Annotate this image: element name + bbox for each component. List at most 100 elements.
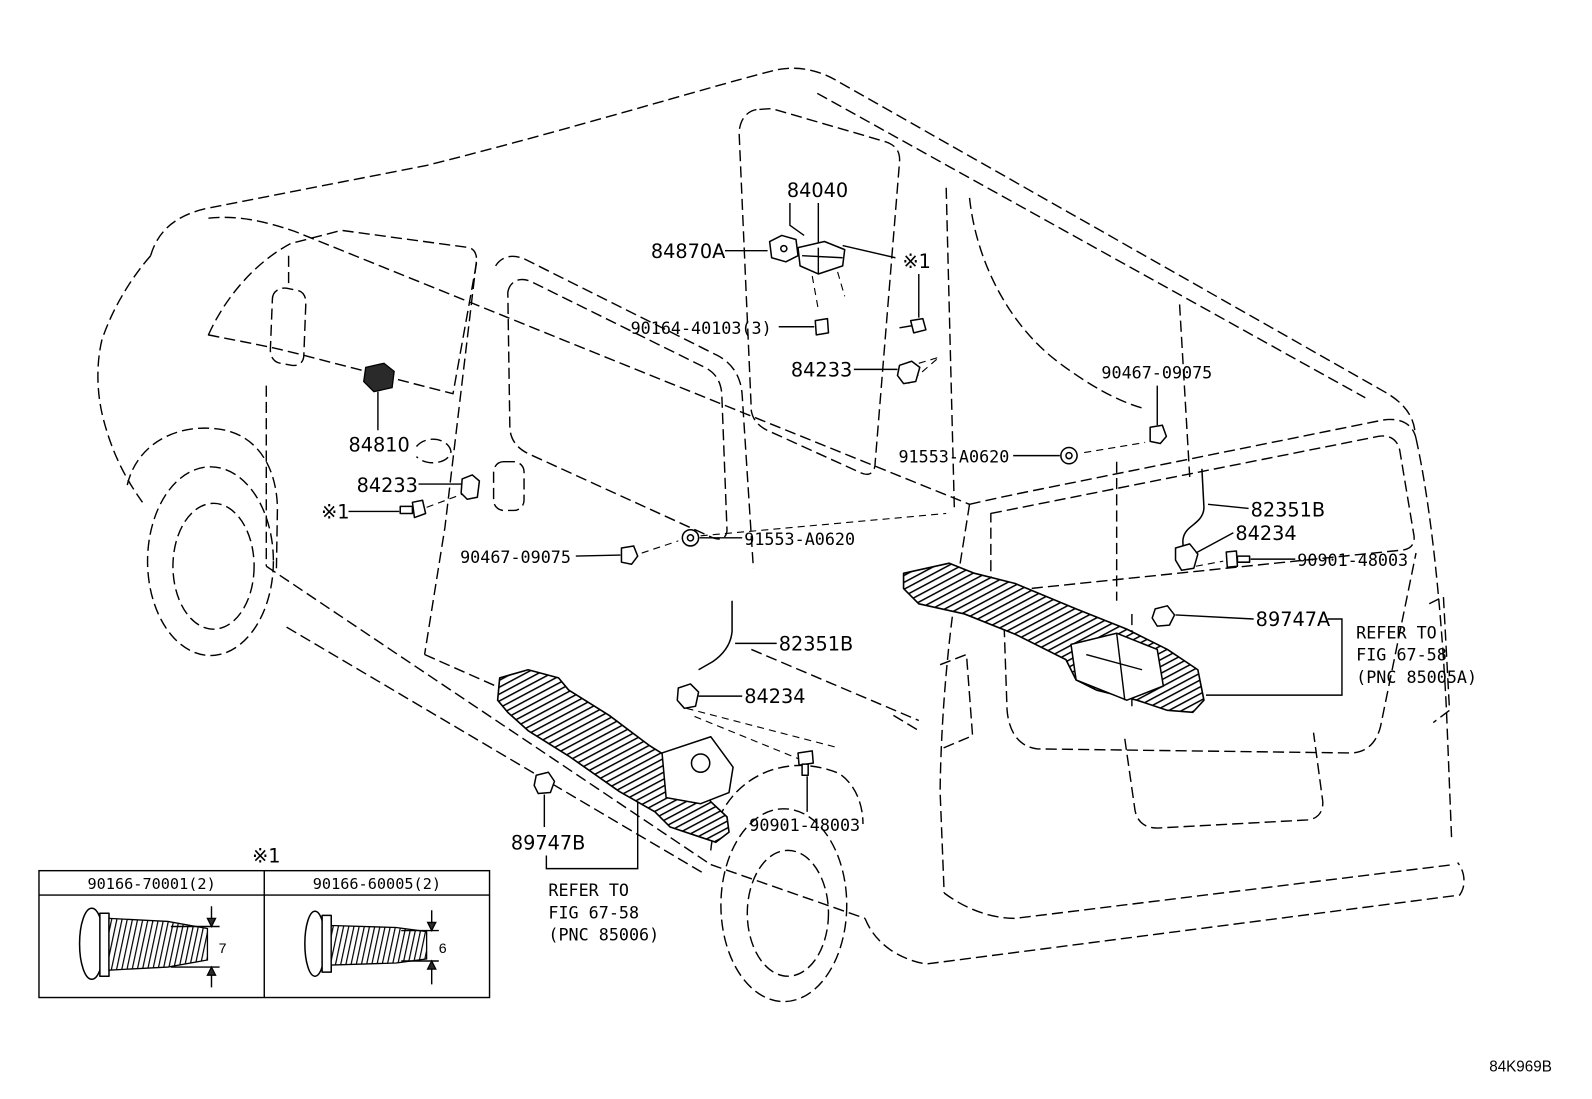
part-90901-right-shank [1236, 555, 1251, 563]
rear-bumper-top [943, 863, 1454, 920]
part-84233-left [460, 474, 481, 501]
part-90901-right-head [1225, 550, 1239, 569]
callout-82351B-mid: 82351B [779, 632, 854, 655]
callout-84040: 84040 [787, 179, 848, 202]
bolt1-dim-arrow-top [206, 917, 217, 928]
bolt1-flange [99, 912, 110, 977]
front-door-rear-edge [423, 261, 478, 655]
install-line-sensor-b [837, 271, 846, 297]
install-line-mid-clip [641, 540, 679, 554]
callout-84810: 84810 [348, 434, 409, 457]
front-nose [97, 255, 152, 503]
install-line-right-clip [1084, 441, 1146, 454]
callout-82351B-right: 82351B [1251, 499, 1326, 522]
rear-bumper-bottom [864, 862, 1465, 965]
install-wedge-mid-a [686, 707, 839, 749]
rear-left-side [939, 504, 971, 894]
part-84040-detail [802, 247, 843, 274]
rear-wheel-hub [746, 849, 830, 977]
part-90901-mid-head [797, 750, 815, 766]
part-84234-mid [676, 683, 700, 710]
figure-code: 84K969B [1489, 1059, 1552, 1076]
rear-tire [720, 808, 848, 1003]
install-line-left-bolt [426, 493, 463, 508]
license-recess [1124, 732, 1324, 829]
roof-gutter-far [816, 92, 1366, 399]
part-91553-mid-center [686, 534, 695, 542]
leader-84040-to-note [842, 244, 896, 259]
callout-note1-left: ※1 [321, 501, 349, 524]
rear-wheel-arch [710, 764, 864, 851]
note-table-col2-part-no: 90166-60005(2) [313, 875, 441, 893]
bolt1-dim-arrow-bottom [206, 965, 217, 976]
part-91553-right-center [1065, 451, 1073, 460]
roof-top-edge [149, 67, 1416, 432]
part-89747A [1151, 605, 1176, 627]
leader-89747A [1175, 614, 1254, 620]
callout-90164-40103: 90164-40103(3) [631, 318, 772, 338]
note-table: ※1 90166-70001(2) 90166-60005(2) 7 6 [38, 845, 491, 999]
part-82351B-mid [698, 600, 733, 671]
rear-lamp-right [1428, 595, 1451, 724]
callout-90901-48003-right: 90901-48003 [1297, 550, 1408, 570]
callout-84234-right: 84234 [1235, 522, 1296, 545]
sliding-door-outer [495, 255, 755, 569]
bolt1-dimension: 7 [219, 941, 227, 957]
part-90467-left [620, 545, 639, 565]
callout-90901-48003-mid: 90901-48003 [749, 815, 860, 835]
part-84233-top [896, 360, 921, 385]
callout-91553-A0620-mid: 91553-A0620 [744, 529, 855, 549]
bolt2-dim-arrow-top [426, 921, 437, 933]
bolt2-flange [321, 914, 332, 973]
leader-90467-left [575, 554, 621, 557]
part-84040 [797, 240, 846, 275]
bolt1-dim-extension [170, 906, 220, 988]
bracket-89747A-reference [1205, 618, 1343, 696]
bolt-drawing-col2: 6 [304, 910, 447, 985]
callout-note1-top: ※1 [903, 250, 931, 273]
callout-84233-left: 84233 [357, 474, 418, 497]
front-door-window [207, 229, 478, 395]
undercover-right-housing-detail [1086, 633, 1143, 701]
install-line-right-bolt [1195, 560, 1224, 567]
reference-right-line2: FIG 67-58 [1356, 645, 1447, 665]
callout-91553-A0620-right: 91553-A0620 [898, 447, 1009, 467]
part-bolt-note1-left-head [411, 499, 427, 519]
bolt2-dim-extension [401, 910, 439, 985]
part-bolt-note1-top [909, 317, 927, 334]
rocker-upper [265, 565, 712, 866]
callout-84233-top: 84233 [791, 358, 852, 381]
leader-84040 [789, 202, 820, 244]
install-line-sensor-a [811, 275, 819, 310]
callout-89747A: 89747A [1256, 608, 1331, 631]
part-82351B-right [1182, 468, 1205, 549]
undercover-left [496, 668, 734, 844]
install-wedge-mid-b [694, 715, 805, 762]
side-molding-end [893, 714, 920, 732]
leader-84234-right [1195, 532, 1234, 554]
rear-top-edge [969, 418, 1417, 506]
callout-90467-09075-left: 90467-09075 [460, 547, 571, 567]
callout-84234-mid: 84234 [744, 685, 805, 708]
install-wedge-top [908, 356, 940, 385]
part-84810 [363, 362, 395, 393]
part-90164-bolt [814, 317, 830, 336]
reference-right-line1: REFER TO [1356, 622, 1437, 642]
part-90901-mid-shank [801, 763, 809, 777]
bolt2-dimension: 6 [439, 941, 447, 957]
install-line-mid-long [700, 512, 947, 537]
reference-note-right: REFER TO FIG 67-58 (PNC 85005A) [1356, 622, 1477, 687]
note-table-marker: ※1 [252, 845, 280, 868]
bolt1-thread [108, 917, 209, 971]
reference-note-left: REFER TO FIG 67-58 (PNC 85006) [548, 880, 659, 945]
parts [363, 234, 1251, 795]
installation-lines [426, 271, 1224, 762]
callout-labels: 84040 84870A ※1 90164-40103(3) 84233 904… [321, 179, 1408, 854]
part-90467-right [1149, 424, 1168, 445]
bolt2-dim-arrow-bottom [426, 959, 437, 970]
part-bolt-note1-top-shank [899, 325, 912, 329]
front-wheel-arch [126, 427, 279, 569]
part-84870A-hole [780, 244, 788, 253]
rear-right-side [1415, 438, 1453, 838]
